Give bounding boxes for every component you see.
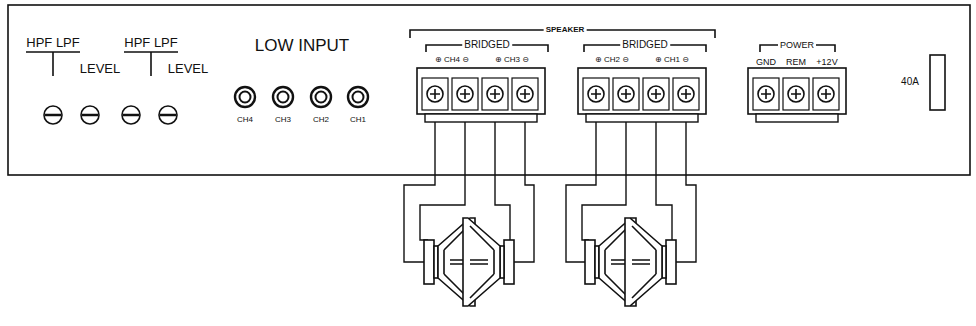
screw-slot: [520, 89, 530, 99]
knob-slot: [123, 114, 139, 117]
rca-jack: [348, 87, 368, 107]
speakers: [424, 218, 676, 306]
screw-slot: [761, 89, 771, 99]
screw-slot: [681, 89, 691, 99]
terminal-screw: [517, 86, 533, 102]
screw-slot: [490, 89, 500, 99]
terminal-cell: [673, 78, 699, 110]
terminal-cell: [482, 78, 508, 110]
terminal-block-base: [425, 114, 537, 122]
rca-jack-core: [278, 92, 289, 103]
terminal-block: [578, 68, 706, 114]
label: ⊕ CH3 ⊖: [493, 56, 531, 64]
label: BRIDGED: [462, 40, 512, 50]
terminal-block-base: [756, 114, 838, 122]
label: LOW INPUT: [253, 37, 351, 54]
knobs: [44, 106, 177, 124]
knob: [159, 106, 177, 124]
terminal-screw: [788, 86, 804, 102]
label: POWER: [778, 41, 816, 50]
label: REM: [784, 58, 808, 67]
terminal-screw: [818, 86, 834, 102]
speaker-wire: [582, 122, 626, 240]
rca-jack-core: [353, 92, 364, 103]
rca-jack: [235, 87, 255, 107]
label: ⊕ CH4 ⊖: [433, 56, 471, 64]
terminal-screw: [618, 86, 634, 102]
terminal-cell: [783, 78, 809, 110]
rca-jack-core: [316, 92, 327, 103]
terminal-block: [417, 68, 545, 114]
terminal-screw: [487, 86, 503, 102]
terminal-cell: [422, 78, 448, 110]
label: HPF LPF: [122, 36, 179, 49]
knob: [44, 106, 62, 124]
speaker-wire: [495, 122, 510, 240]
terminal-cell: [512, 78, 538, 110]
rca-jack: [273, 87, 293, 107]
label: HPF LPF: [24, 36, 81, 49]
label: GND: [754, 58, 778, 67]
knob-slot: [45, 114, 61, 117]
label: CH1: [348, 116, 368, 124]
terminal-block-base: [586, 114, 698, 122]
label: CH3: [273, 116, 293, 124]
terminal-cell: [583, 78, 609, 110]
label: +12V: [814, 58, 839, 67]
screw-slot: [821, 89, 831, 99]
terminal-blocks: [417, 68, 846, 122]
label: LEVEL: [78, 62, 122, 75]
label: CH4: [235, 116, 255, 124]
knob: [81, 106, 99, 124]
label: 40A: [899, 77, 921, 87]
knob-slot: [160, 114, 176, 117]
bracket: [26, 52, 80, 76]
label: ⊕ CH1 ⊖: [653, 56, 691, 64]
amplifier-panel: [8, 5, 970, 175]
terminal-screw: [427, 86, 443, 102]
speaker-wire: [514, 122, 534, 262]
speaker-wire: [676, 122, 696, 262]
speaker-wire: [656, 122, 672, 240]
terminal-cell: [613, 78, 639, 110]
label: LEVEL: [166, 62, 210, 75]
knob: [122, 106, 140, 124]
rca-jack: [311, 87, 331, 107]
terminal-screw: [648, 86, 664, 102]
terminal-cell: [452, 78, 478, 110]
label: ⊕ CH2 ⊖: [593, 56, 631, 64]
label: CH2: [311, 116, 331, 124]
fuse: [930, 55, 945, 110]
terminal-cell: [753, 78, 779, 110]
screw-slot: [591, 89, 601, 99]
screw-slot: [621, 89, 631, 99]
rca-jacks: [235, 87, 368, 107]
terminal-cell: [813, 78, 839, 110]
knob-slot: [82, 114, 98, 117]
speaker: [463, 218, 514, 306]
label: BRIDGED: [620, 40, 670, 50]
terminal-screw: [758, 86, 774, 102]
terminal-screw: [457, 86, 473, 102]
screw-slot: [460, 89, 470, 99]
screw-slot: [430, 89, 440, 99]
terminal-screw: [678, 86, 694, 102]
rca-jack-core: [240, 92, 251, 103]
speaker: [625, 218, 676, 306]
terminal-block: [748, 68, 846, 114]
label: SPEAKER: [544, 26, 587, 34]
screw-slot: [651, 89, 661, 99]
speaker-wire: [420, 122, 465, 240]
screw-slot: [791, 89, 801, 99]
terminal-cell: [643, 78, 669, 110]
terminal-screw: [588, 86, 604, 102]
